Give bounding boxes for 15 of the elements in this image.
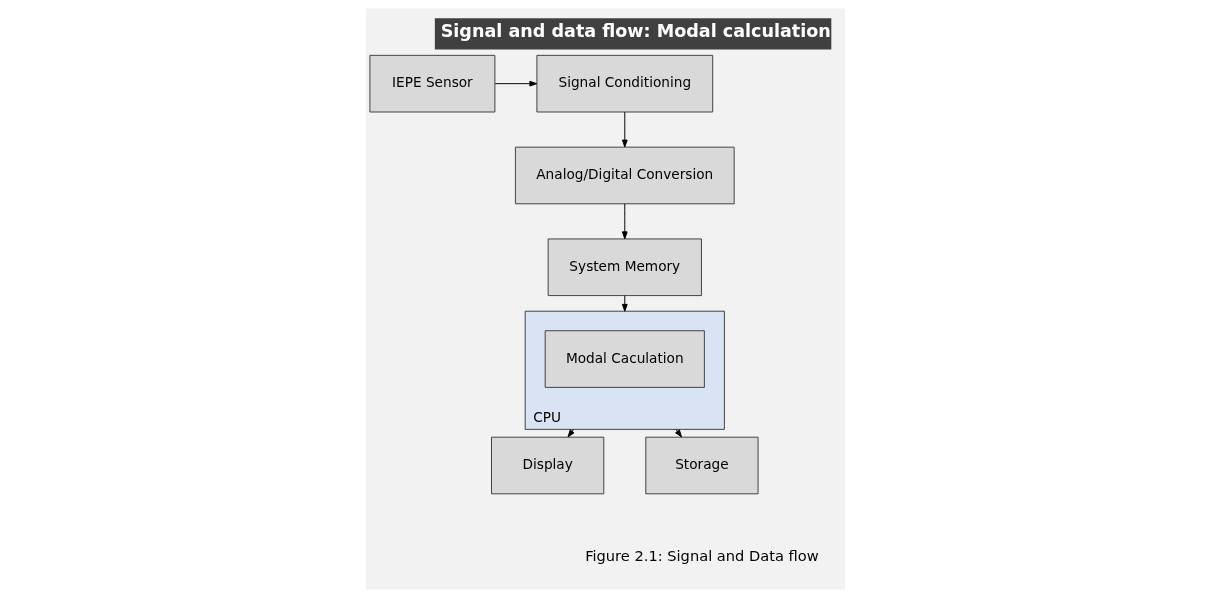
node-box: IEPE Sensor bbox=[368, 54, 495, 113]
caption: Figure 2.1: Signal and Data flow bbox=[584, 546, 819, 564]
arrow bbox=[494, 80, 537, 87]
arrow bbox=[621, 203, 628, 240]
node-box: Modal Caculation bbox=[544, 330, 705, 388]
node-box: Signal Conditioning bbox=[535, 54, 713, 113]
arrow bbox=[621, 295, 628, 312]
node-box: System Memory bbox=[547, 238, 702, 297]
node-box: Analog/Digital Conversion bbox=[514, 146, 735, 205]
arrow bbox=[674, 428, 682, 438]
arrow bbox=[567, 428, 574, 438]
node-box: Display bbox=[490, 436, 604, 495]
diagram-title: Signal and data flow: Modal calculation bbox=[440, 21, 831, 42]
arrow bbox=[621, 111, 628, 148]
node-box: Storage bbox=[644, 436, 759, 495]
